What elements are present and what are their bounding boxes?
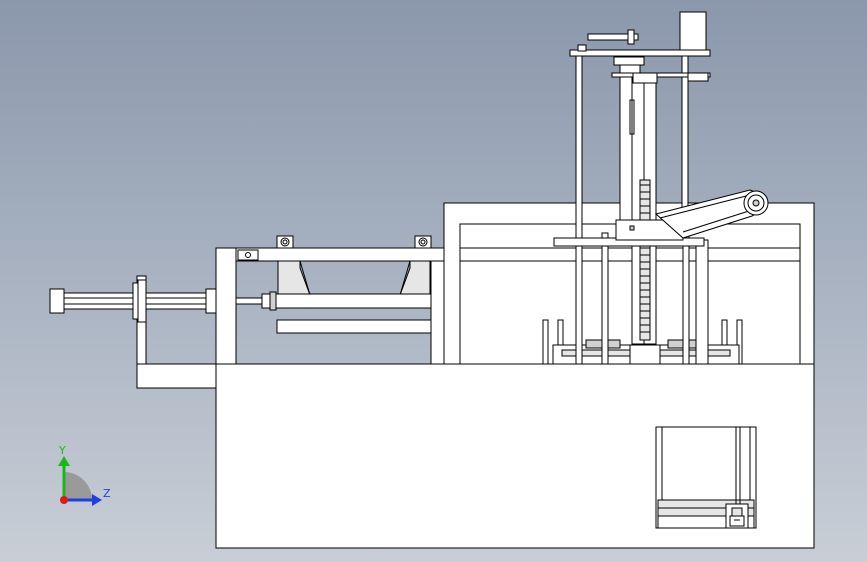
rail-bolt xyxy=(245,252,251,258)
pneumatic-cylinder xyxy=(49,279,217,323)
guide-bracket xyxy=(277,260,431,296)
z-axis-label: Z xyxy=(103,487,111,500)
right-frame-post-left-unit xyxy=(430,247,445,365)
triad-disc xyxy=(64,472,92,500)
central-column xyxy=(619,59,657,345)
z-axis-arrow xyxy=(92,494,102,506)
rail-end-block xyxy=(237,249,259,261)
belt-drive xyxy=(654,189,769,239)
y-axis-arrow xyxy=(58,456,70,466)
piston-rod xyxy=(235,291,277,311)
mounting-ear-right xyxy=(414,235,432,249)
top-assembly xyxy=(569,11,711,84)
lower-plate xyxy=(276,319,432,334)
carriage-plate xyxy=(553,219,705,247)
cabinet-window xyxy=(655,426,757,529)
left-frame-post xyxy=(215,247,237,365)
guide-columns xyxy=(575,54,709,365)
slider-bar xyxy=(275,293,432,309)
coordinate-triad: Y Z xyxy=(58,444,111,506)
x-axis-origin xyxy=(60,496,68,504)
left-bracket xyxy=(136,363,217,389)
y-axis-label: Y xyxy=(58,444,66,457)
mounting-ear-left xyxy=(276,235,294,249)
